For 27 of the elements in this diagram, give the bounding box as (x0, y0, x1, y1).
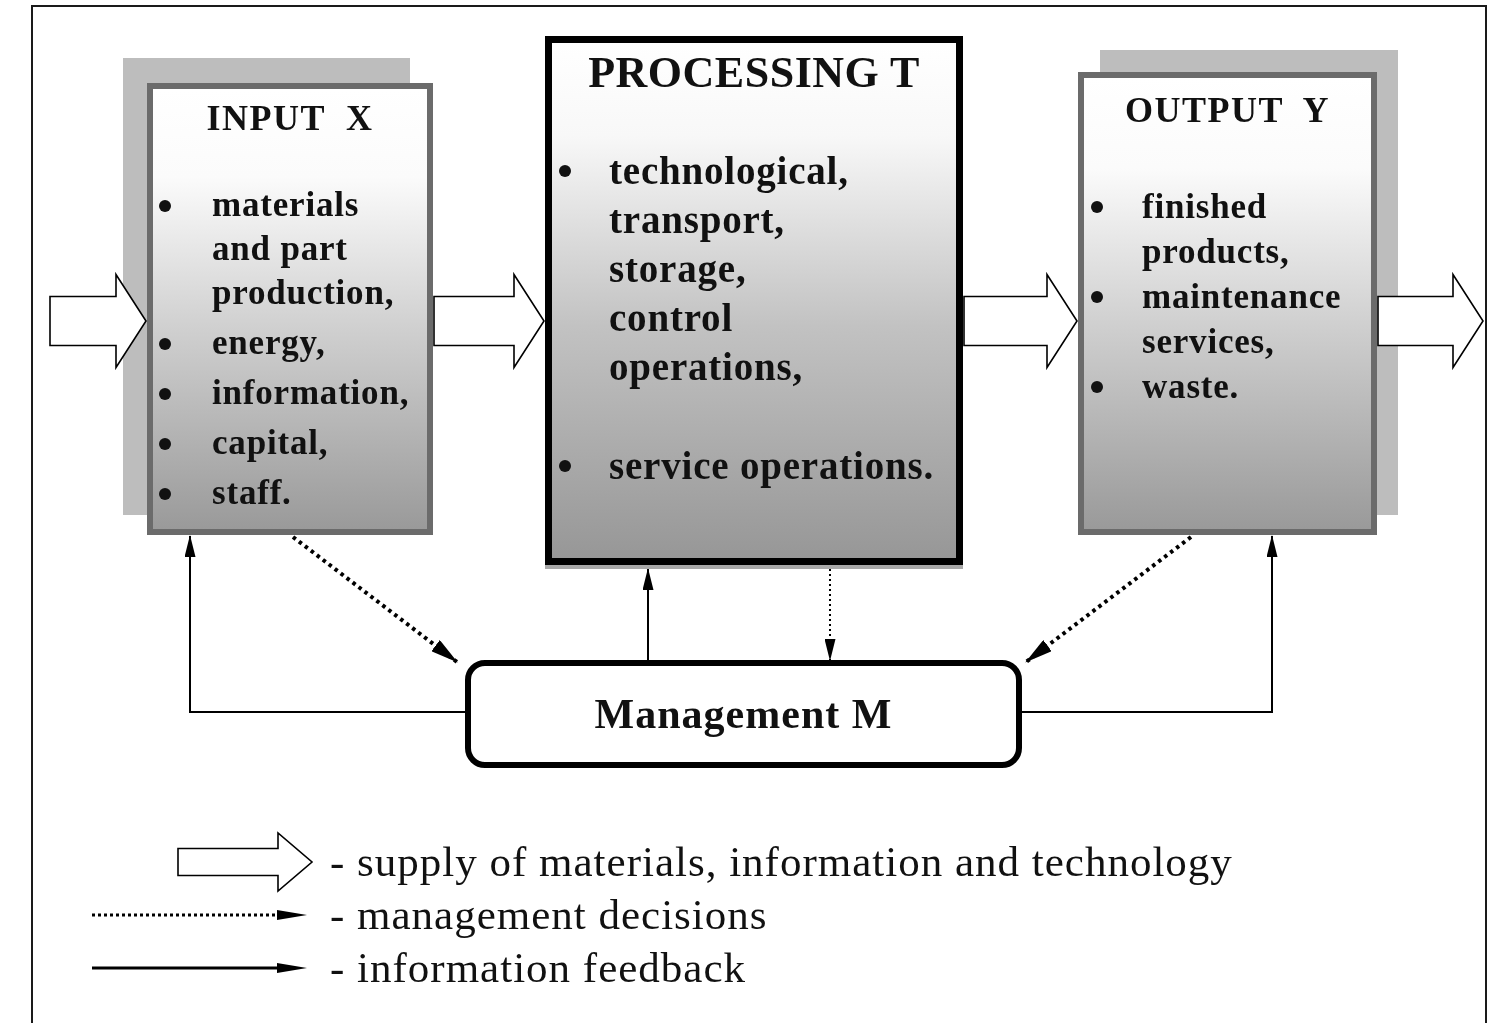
solid-arrow (1021, 535, 1278, 713)
solid-arrow (184, 535, 466, 713)
block-arrow (49, 271, 147, 371)
box-title: INPUT X (205, 98, 375, 138)
dotted-arrow (1024, 535, 1193, 664)
management-box (465, 660, 1022, 768)
box-title: OUTPUT Y (1124, 90, 1331, 130)
list-item: service operations. (609, 442, 935, 490)
dotted-arrow (291, 535, 459, 664)
box-title: PROCESSING T (587, 50, 921, 96)
list-item: technological, transport, storage, control operations, (609, 147, 850, 391)
node-label: Management M (594, 690, 893, 739)
block-arrow (1377, 271, 1484, 371)
list-item: waste. (1142, 365, 1241, 408)
legend-text: - management decisions (330, 890, 768, 940)
legend-text: - supply of materials, information and technology (330, 837, 1233, 887)
list-item: staff. (212, 472, 293, 514)
block-arrow (963, 271, 1078, 371)
solid-arrow (642, 568, 654, 661)
list-item: information, (212, 372, 411, 414)
input-box (147, 83, 433, 535)
list-item: capital, (212, 422, 330, 464)
output-box (1078, 72, 1377, 535)
legend-text: - information feedback (330, 943, 746, 993)
list-item: energy, (212, 322, 327, 364)
block-arrow (433, 271, 545, 371)
dotted-arrow (824, 568, 836, 661)
